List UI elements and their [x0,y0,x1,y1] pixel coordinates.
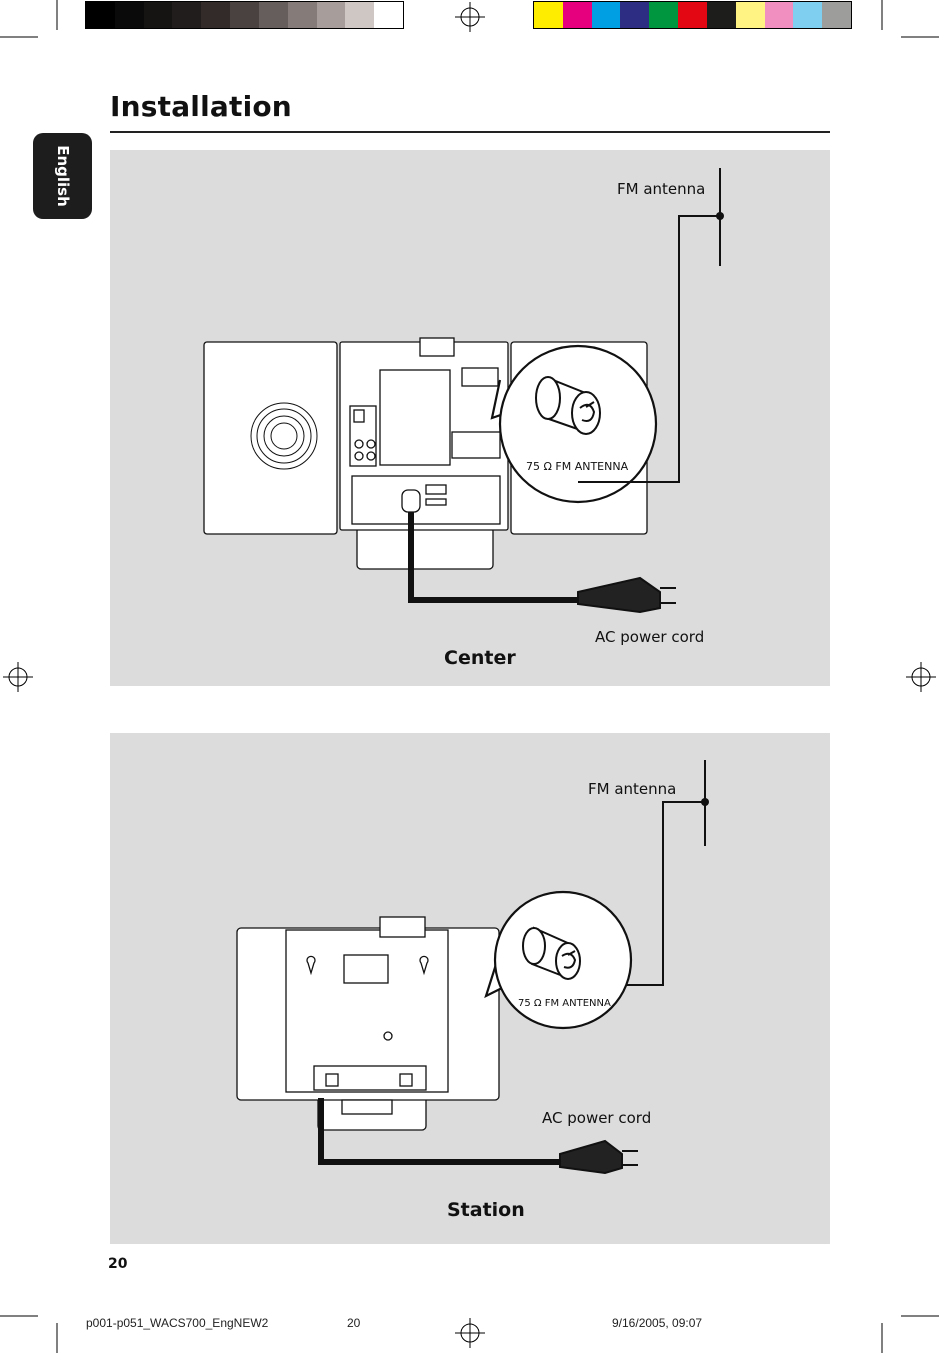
coax-connector-icon [535,376,601,435]
power-plug-icon [559,1139,638,1175]
center-power-cord [408,512,582,603]
color-swatch [706,2,737,28]
station-connector-label: 75 Ω FM ANTENNA [518,998,611,1009]
center-caption: Center [444,647,516,669]
station-caption: Station [447,1199,525,1221]
color-swatch [534,2,564,28]
color-swatch [735,2,766,28]
page-number: 20 [108,1256,128,1272]
title-rule [110,131,830,133]
color-swatch [822,2,852,28]
center-connector-label: 75 Ω FM ANTENNA [526,460,629,473]
color-swatch [649,2,680,28]
registration-mark-right [906,662,936,692]
page-title: Installation [110,90,292,123]
color-swatch [620,2,651,28]
station-power-cord-label: AC power cord [542,1109,652,1127]
color-swatch [201,2,232,28]
language-tab: English [33,133,92,219]
print-footer-page: 20 [347,1316,361,1330]
color-swatch [287,2,318,28]
registration-mark-top [455,2,485,32]
station-fm-antenna-label: FM antenna [588,780,677,798]
color-swatch [172,2,203,28]
color-swatch [374,2,404,28]
grayscale-color-bar [85,1,404,29]
print-footer-file: p001-p051_WACS700_EngNEW2 [86,1316,269,1330]
cmyk-color-bar [533,1,852,29]
station-power-cord [318,1098,565,1165]
station-wall-mount-icons [306,955,429,1041]
color-swatch [678,2,708,28]
station-unit-drawing [236,916,500,1131]
power-plug-icon [577,576,676,614]
center-fm-antenna-label: FM antenna [617,180,706,198]
coax-connector-icon [522,926,581,980]
registration-mark-bottom [455,1318,485,1348]
speaker-grille-icon [250,402,318,470]
color-swatch [114,2,145,28]
color-swatch [316,2,347,28]
antenna-junction [701,798,709,806]
registration-mark-left [3,662,33,692]
print-footer-timestamp: 9/16/2005, 09:07 [612,1316,703,1330]
antenna-junction [716,212,724,220]
center-power-cord-label: AC power cord [595,628,705,646]
